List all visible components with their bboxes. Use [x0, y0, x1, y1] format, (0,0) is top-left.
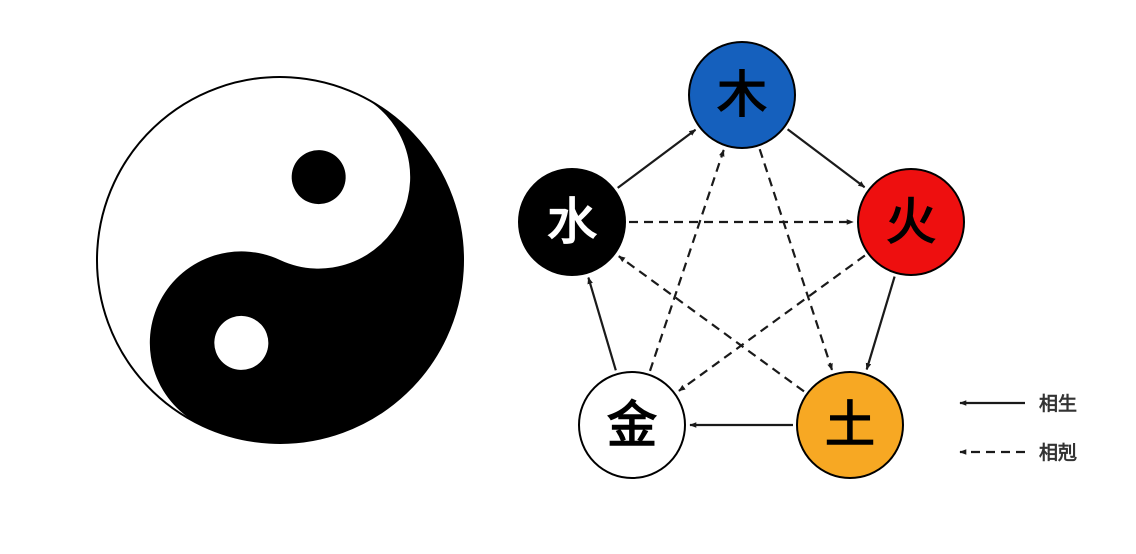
- legend-label-generating: 相生: [1039, 392, 1077, 415]
- element-label-earth: 土: [825, 396, 875, 454]
- yin-yang-icon: [96, 76, 464, 444]
- element-node-water: 水: [518, 168, 626, 276]
- element-circle-wood: [688, 41, 796, 149]
- generating-arrow-wood-to-fire: [786, 128, 866, 189]
- legend: 相生 相剋: [959, 392, 1077, 464]
- controlling-arrow-wood-to-earth: [758, 148, 834, 371]
- generating-arrow-water-to-wood: [617, 128, 697, 189]
- legend-label-controlling: 相剋: [1039, 442, 1077, 464]
- element-label-fire: 火: [886, 193, 936, 251]
- element-label-water: 水: [547, 193, 598, 251]
- element-node-wood: 木: [688, 41, 796, 149]
- controlling-arrow-earth-to-water: [618, 255, 805, 393]
- element-circle-earth: [796, 371, 904, 479]
- controlling-arrow-metal-to-wood: [648, 149, 725, 372]
- element-node-fire: 火: [857, 168, 965, 276]
- element-circle-metal: [578, 371, 686, 479]
- yin-yang-dot-light: [214, 315, 269, 370]
- element-node-metal: 金: [578, 371, 686, 479]
- element-node-earth: 土: [796, 371, 904, 479]
- element-circle-fire: [857, 168, 965, 276]
- controlling-arrow-fire-to-metal: [678, 254, 866, 392]
- element-label-metal: 金: [607, 396, 658, 454]
- element-label-wood: 木: [717, 66, 767, 124]
- generating-arrow-fire-to-earth: [865, 276, 896, 371]
- yin-yang-dot-dark: [291, 150, 346, 205]
- element-circle-water: [518, 168, 626, 276]
- generating-arrow-metal-to-water: [587, 276, 617, 371]
- cycle-arrows: [587, 128, 896, 428]
